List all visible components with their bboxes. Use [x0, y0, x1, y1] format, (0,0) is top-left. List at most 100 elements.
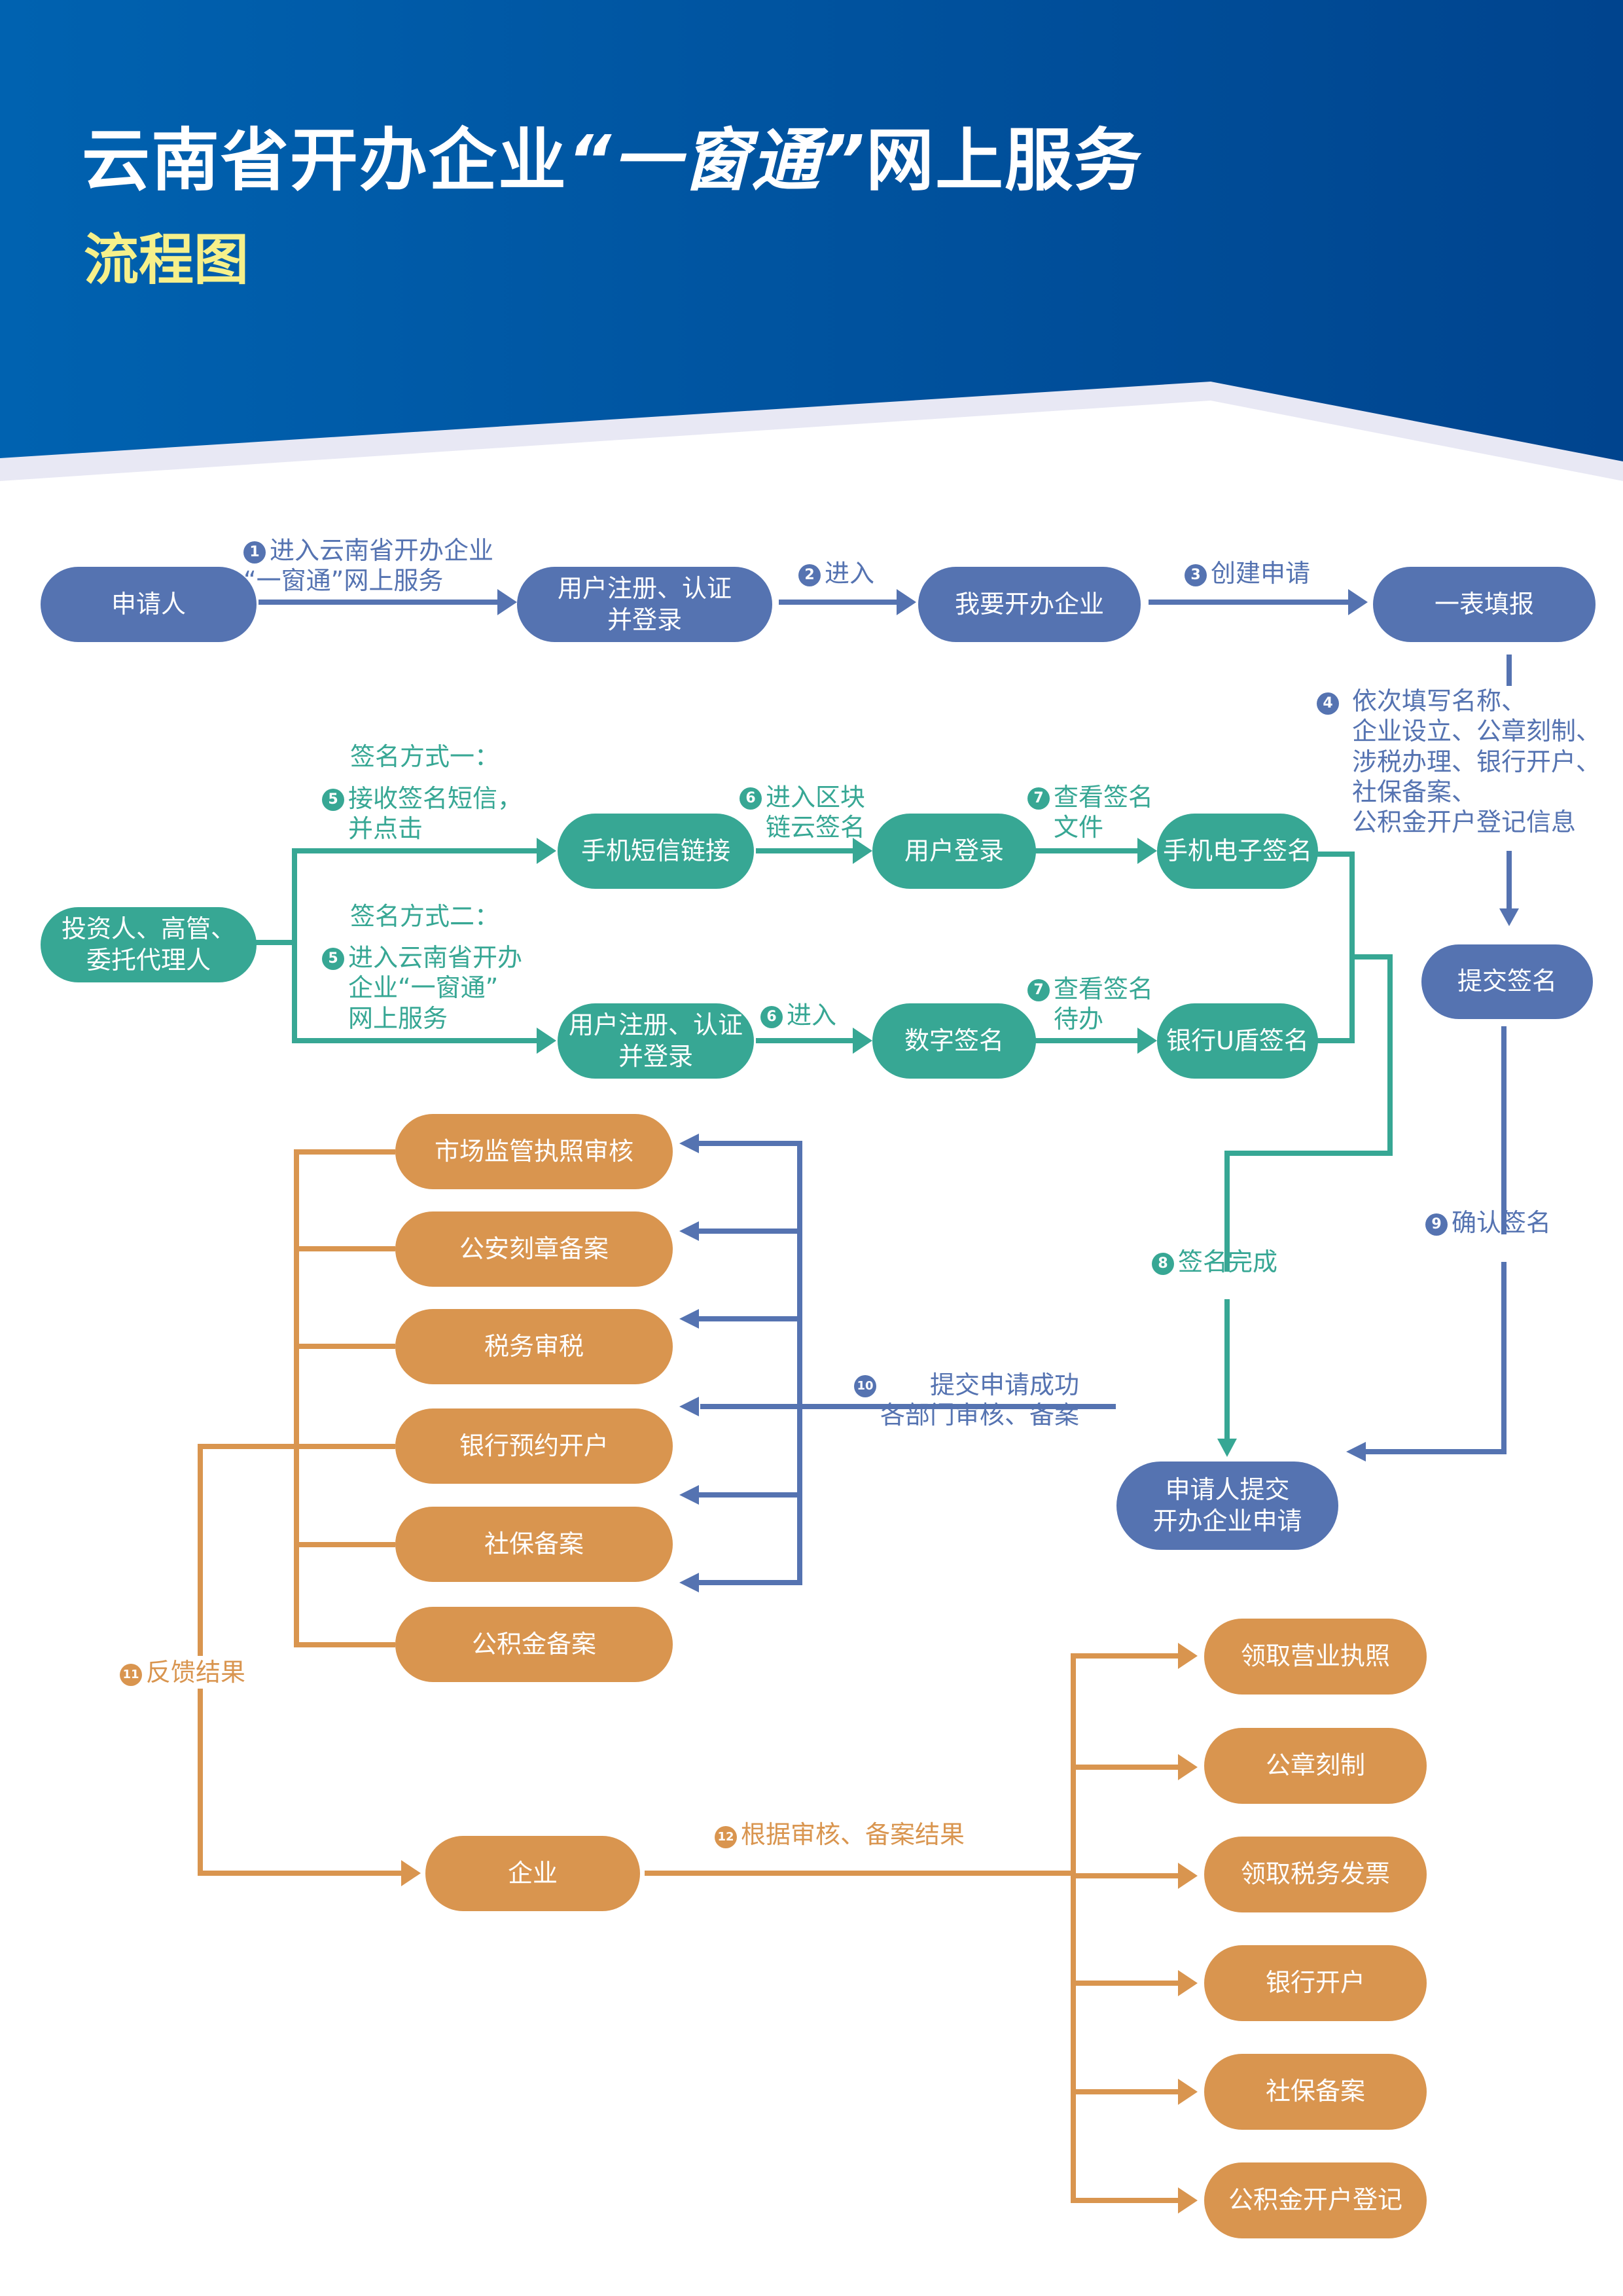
step-4-badge: 4 [1317, 692, 1339, 715]
node-register-login[interactable]: 用户注册、认证 并登录 [517, 567, 772, 642]
result-bracket [1071, 1653, 1178, 2203]
arrow-head-3 [1348, 589, 1368, 615]
arrow-head-1 [497, 589, 517, 615]
step-7a-badge: 7 [1027, 787, 1050, 810]
result-arrow-head-5 [1178, 2079, 1198, 2105]
title-part-1: 云南省开办企业 [82, 120, 568, 200]
step-5b-badge: 5 [322, 948, 344, 970]
arrow-11-upper [198, 1444, 296, 1656]
dept-arrow-head-1 [679, 1134, 699, 1153]
step-5a-badge: 5 [322, 789, 344, 811]
step-3-text: 创建申请 [1211, 559, 1311, 588]
dept-arrow-head-6 [679, 1573, 699, 1592]
step-7b-badge: 7 [1027, 979, 1050, 1001]
arrow-head-6a [853, 838, 872, 864]
page-subtitle: 流程图 [84, 228, 249, 292]
step-11-text: 反馈结果 [146, 1658, 246, 1687]
step-6a-badge: 6 [740, 787, 762, 810]
node-dept-social[interactable]: 社保备案 [395, 1507, 673, 1582]
node-out-invoice[interactable]: 领取税务发票 [1204, 1837, 1427, 1912]
node-dept-fund[interactable]: 公积金备案 [395, 1607, 673, 1682]
dept-arrow-head-3 [679, 1309, 699, 1329]
node-out-social[interactable]: 社保备案 [1204, 2054, 1427, 2130]
node-out-license[interactable]: 领取营业执照 [1204, 1619, 1427, 1695]
title-quote: “一窗通” [567, 120, 866, 200]
sign-way-1-title: 签名方式一： [350, 742, 500, 771]
step-1-badge: 1 [243, 541, 266, 564]
arrow-head-8 [1217, 1439, 1237, 1457]
dept-bracket [699, 1141, 802, 1585]
arrow-head-7b [1137, 1028, 1157, 1054]
dept-arrow-head-4 [679, 1397, 699, 1416]
node-dept-market[interactable]: 市场监管执照审核 [395, 1114, 673, 1189]
step-1-text: 进入云南省开办企业 “一窗通”网上服务 [243, 536, 494, 596]
step-6b-text: 进入 [787, 1001, 837, 1030]
step-6b-badge: 6 [760, 1006, 783, 1029]
result-arrow-head-3 [1178, 1863, 1198, 1889]
step-5b-text: 进入云南省开办 企业“一窗通” 网上服务 [348, 943, 523, 1033]
step-7a-text: 查看签名 文件 [1054, 783, 1154, 842]
result-arrow-head-1 [1178, 1643, 1198, 1669]
node-submit-application[interactable]: 申请人提交 开办企业申请 [1116, 1462, 1338, 1550]
node-one-form[interactable]: 一表填报 [1373, 567, 1596, 642]
sign-way-2-title: 签名方式二： [350, 902, 500, 931]
step-12-text: 根据审核、备案结果 [741, 1820, 965, 1849]
step-11-badge: 11 [120, 1663, 142, 1686]
node-out-fund[interactable]: 公积金开户登记 [1204, 2162, 1427, 2238]
step-5a-text: 接收签名短信， 并点击 [348, 784, 523, 844]
arrow-9-lower [1364, 1262, 1507, 1454]
feedback-bracket [294, 1149, 395, 1647]
step-12-badge: 12 [715, 1825, 737, 1848]
arrow-8-route [1224, 954, 1393, 1272]
node-user-login[interactable]: 用户登录 [872, 814, 1036, 889]
node-start-business[interactable]: 我要开办企业 [918, 567, 1141, 642]
node-dept-tax[interactable]: 税务审税 [395, 1309, 673, 1384]
dept-arrow-head-2 [679, 1221, 699, 1241]
node-dept-police[interactable]: 公安刻章备案 [395, 1211, 673, 1287]
arrow-head-5a [537, 838, 556, 864]
arrow-head-2 [897, 589, 916, 615]
step-2-text: 进入 [825, 559, 875, 588]
node-sms-link[interactable]: 手机短信链接 [558, 814, 754, 889]
node-applicant[interactable]: 申请人 [41, 567, 257, 642]
arrow-head-11 [401, 1860, 421, 1886]
node-submit-sign[interactable]: 提交签名 [1421, 944, 1593, 1019]
node-digital-sign[interactable]: 数字签名 [872, 1003, 1036, 1079]
sign-merge [1317, 852, 1355, 1043]
step-4-text: 依次填写名称、 企业设立、公章刻制、 涉税办理、银行开户、 社保备案、 公积金开… [1352, 687, 1601, 837]
result-arrow-head-2 [1178, 1754, 1198, 1780]
node-investors[interactable]: 投资人、高管、 委托代理人 [41, 907, 257, 982]
result-arrow-head-6 [1178, 2187, 1198, 2214]
page-title: 云南省开办企业“一窗通”网上服务 [82, 105, 1143, 204]
step-3-badge: 3 [1185, 564, 1207, 587]
node-out-bank[interactable]: 银行开户 [1204, 1945, 1427, 2021]
node-register-login-2[interactable]: 用户注册、认证 并登录 [558, 1003, 754, 1079]
result-arrow-head-4 [1178, 1970, 1198, 1996]
sign-way-2 [292, 942, 537, 1043]
node-dept-bank[interactable]: 银行预约开户 [395, 1408, 673, 1484]
node-bank-ukey-sign[interactable]: 银行U盾签名 [1157, 1003, 1318, 1079]
arrow-head-5b [537, 1028, 556, 1054]
arrow-head-4 [1499, 908, 1519, 926]
header-blue-panel [0, 0, 1623, 461]
node-out-seal[interactable]: 公章刻制 [1204, 1728, 1427, 1804]
step-4-label: 4 依次填写名称、 企业设立、公章刻制、 涉税办理、银行开户、 社保备案、 公积金… [1317, 686, 1601, 838]
step-10-badge: 10 [854, 1375, 876, 1397]
node-enterprise[interactable]: 企业 [425, 1836, 640, 1911]
title-part-2: 网上服务 [865, 120, 1143, 200]
arrow-11-lower [198, 1689, 402, 1876]
node-mobile-esign[interactable]: 手机电子签名 [1157, 814, 1318, 889]
step-8-badge: 8 [1152, 1253, 1174, 1276]
